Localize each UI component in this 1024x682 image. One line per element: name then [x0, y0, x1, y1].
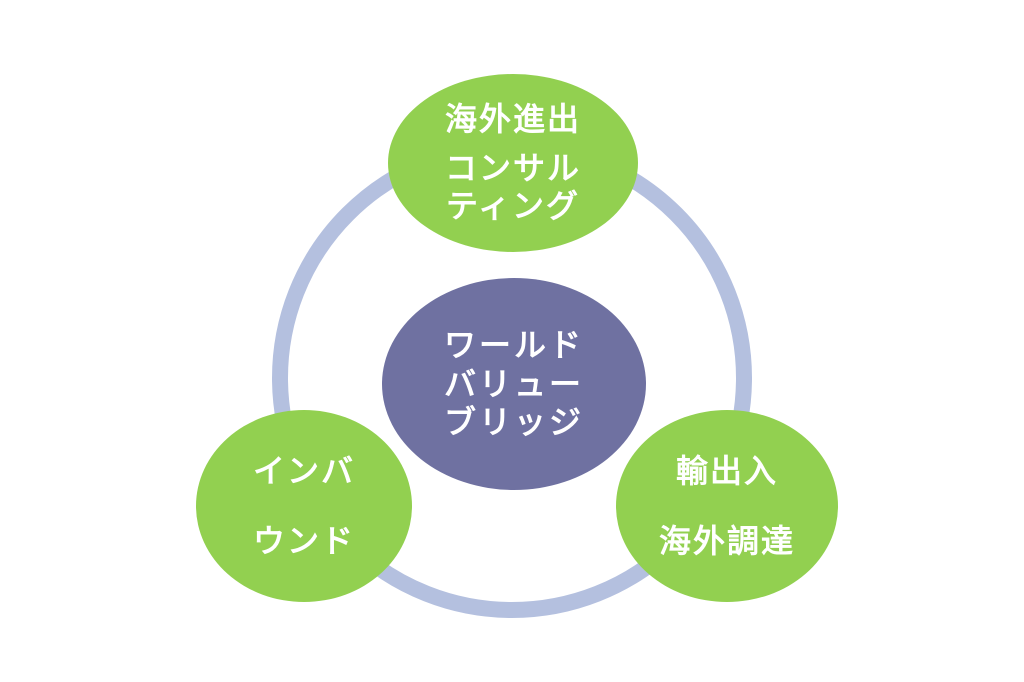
top-line-3: ティング [445, 187, 581, 226]
left-line-1: インバ [252, 451, 355, 490]
top-node: 海外進出 コンサル ティング [388, 74, 638, 252]
right-line-1: 輸出入 [675, 451, 778, 490]
top-line-2: コンサル [444, 148, 581, 187]
right-line-2: 海外調達 [658, 522, 795, 560]
right-node: 輸出入 海外調達 [616, 410, 838, 602]
center-line-3: ブリッジ [443, 403, 584, 442]
center-line-2: バリュー [443, 364, 584, 403]
left-line-2: ウンド [252, 522, 355, 560]
top-line-1: 海外進出 [444, 100, 581, 139]
left-node: インバ ウンド [196, 410, 412, 602]
center-line-1: ワールド [443, 326, 584, 365]
center-node: ワールド バリュー ブリッジ [382, 278, 646, 490]
